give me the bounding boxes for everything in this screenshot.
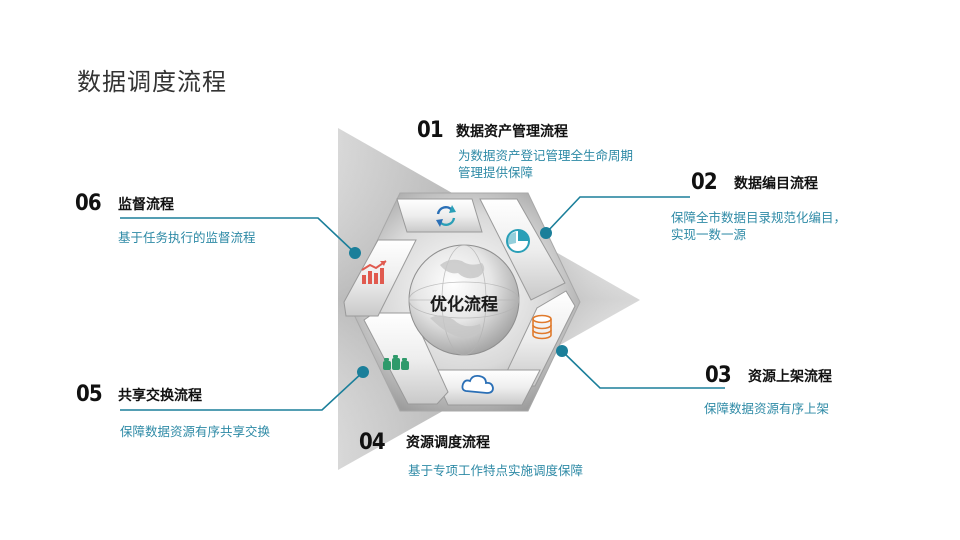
segment-01 (396, 198, 483, 233)
step-01-desc-line-1: 为数据资产登记管理全生命周期 (458, 148, 634, 163)
connector-dots (349, 227, 568, 378)
step-04-desc-line-1: 基于专项工作特点实施调度保障 (408, 463, 584, 478)
step-03-number: 03 (705, 363, 732, 388)
money-bags-icon (383, 355, 409, 370)
step-02-desc-line-2: 实现一数一源 (671, 227, 747, 242)
center-label: 优化流程 (430, 295, 498, 315)
step-02-desc-line-1: 保障全市数据目录规范化编目， (671, 210, 847, 225)
step-05-desc-line-1: 保障数据资源有序共享交换 (120, 424, 271, 439)
step-03-title: 资源上架流程 (748, 369, 832, 385)
step-06-number: 06 (75, 191, 102, 216)
step-05-title: 共享交换流程 (118, 388, 202, 404)
bar-chart-icon (361, 260, 387, 284)
refresh-icon (436, 205, 456, 227)
connector-lines (120, 196, 725, 411)
step-05-number: 05 (76, 382, 103, 407)
step-02-number: 02 (691, 170, 718, 195)
step-06-desc-line-1: 基于任务执行的监督流程 (118, 230, 256, 245)
step-04-number: 04 (359, 430, 386, 455)
step-06-title: 监督流程 (118, 197, 174, 213)
step-01-number: 01 (417, 118, 444, 143)
step-03-desc-line-1: 保障数据资源有序上架 (704, 401, 830, 416)
step-01-title: 数据资产管理流程 (456, 124, 568, 140)
page-title: 数据调度流程 (77, 68, 227, 96)
step-01-desc-line-2: 管理提供保障 (458, 165, 534, 180)
step-02-title: 数据编目流程 (734, 176, 818, 192)
pie-chart-icon (506, 229, 530, 253)
database-icon (532, 314, 552, 340)
cloud-icon (461, 374, 494, 394)
step-04-title: 资源调度流程 (406, 435, 490, 451)
